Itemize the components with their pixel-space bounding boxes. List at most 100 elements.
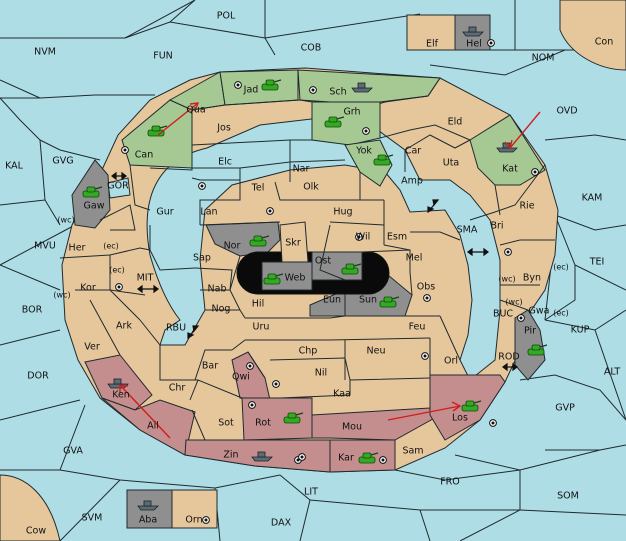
- label-gor: GOR: [107, 181, 129, 192]
- label-ark: Ark: [116, 321, 132, 332]
- fleet-unit-hel[interactable]: [462, 26, 484, 37]
- army-icon-gun: [275, 273, 284, 277]
- coast-label-gwa-wc: (wc): [505, 298, 522, 307]
- coast-label-her-wc: (wc): [57, 216, 74, 225]
- label-fro: FRO: [440, 477, 460, 488]
- coast-labels: (wc) (ec) (ec) (wc) (ec) (wc) (wc) (ec): [53, 216, 568, 318]
- army-icon-turret: [151, 125, 161, 132]
- label-car: Car: [405, 146, 421, 157]
- army-unit-gaw[interactable]: [82, 186, 103, 198]
- fleet-unit-sch[interactable]: [351, 82, 373, 93]
- army-icon-turret: [377, 154, 387, 161]
- fleet-unit-zin[interactable]: [251, 451, 273, 462]
- supply-centers: [115, 39, 539, 524]
- strait-arrowhead-rbu: [187, 325, 200, 340]
- label-mou: Mou: [342, 422, 362, 433]
- army-unit-jad[interactable]: [261, 79, 282, 91]
- army-unit-pir[interactable]: [527, 344, 548, 356]
- supply-center-dot: [357, 235, 361, 239]
- label-pir: Pir: [524, 326, 536, 337]
- fleet-unit-ken[interactable]: [107, 378, 129, 389]
- label-dor: DOR: [27, 371, 49, 382]
- label-qua: Qua: [186, 105, 205, 116]
- label-rot: Rot: [255, 418, 271, 429]
- army-unit-ost[interactable]: [341, 263, 362, 275]
- army-unit-nor[interactable]: [249, 235, 270, 247]
- region-qwi[interactable]: [231, 351, 271, 401]
- army-icon-turret: [362, 452, 372, 459]
- label-sam: Sam: [402, 446, 423, 457]
- region-ail[interactable]: [101, 397, 196, 456]
- army-icon-gun: [539, 344, 548, 348]
- label-kat: Kat: [502, 164, 518, 175]
- supply-center-dot: [491, 421, 495, 425]
- army-icon-gun: [391, 296, 400, 300]
- region-jad[interactable]: [219, 69, 299, 106]
- coast-label-kor-wc: (wc): [53, 291, 70, 300]
- strait-arrowhead-sma-2: [467, 247, 489, 257]
- label-sap: Sap: [193, 253, 211, 264]
- label-yok: Yok: [355, 146, 372, 157]
- army-unit-web[interactable]: [263, 273, 284, 285]
- strait-arrowhead-mit: [137, 284, 159, 294]
- supply-center-dot: [423, 354, 427, 358]
- label-tel: Tel: [251, 183, 265, 194]
- army-icon-gun: [370, 452, 379, 456]
- coast-label-her-ec: (ec): [103, 242, 119, 251]
- army-icon-turret: [287, 412, 297, 419]
- label-orl: Orl: [444, 356, 458, 367]
- label-kup: KUP: [571, 325, 590, 336]
- army-unit-yok[interactable]: [373, 154, 394, 166]
- land-boundaries: [59, 77, 555, 470]
- region-zin[interactable]: [184, 439, 331, 473]
- army-icon-turret: [253, 235, 263, 242]
- fleet-unit-aba[interactable]: [137, 500, 159, 511]
- army-unit-can[interactable]: [147, 125, 168, 137]
- region-yok[interactable]: [344, 139, 393, 187]
- label-skr: Skr: [285, 238, 301, 249]
- label-uta: Uta: [443, 158, 460, 169]
- army-unit-sun[interactable]: [379, 296, 400, 308]
- supply-center-dot: [506, 250, 510, 254]
- label-sma: SMA: [457, 225, 478, 236]
- region-con[interactable]: [559, 0, 626, 71]
- order-arrowhead-can-qua: [189, 102, 200, 112]
- label-lit: LIT: [304, 487, 318, 498]
- army-icon-turret: [267, 273, 277, 280]
- fleet-icon-deck: [468, 26, 477, 33]
- army-unit-grh[interactable]: [324, 116, 345, 128]
- label-con: Con: [595, 37, 613, 48]
- label-mel: Mel: [406, 253, 423, 264]
- label-gaw: Gaw: [84, 201, 105, 212]
- orders-layer: [119, 102, 541, 439]
- region-grh[interactable]: [311, 101, 381, 146]
- strait-arrowhead-sma: [427, 199, 440, 214]
- fleet-icon-deck: [143, 500, 152, 507]
- supply-center-dot: [274, 382, 278, 386]
- label-eun: Eun: [323, 295, 341, 306]
- label-hug: Hug: [333, 207, 352, 218]
- army-unit-kar[interactable]: [358, 452, 379, 464]
- army-unit-los[interactable]: [461, 400, 482, 412]
- label-orn: Orn: [185, 515, 202, 526]
- army-icon-gun: [94, 186, 103, 190]
- supply-center-dot: [123, 148, 127, 152]
- supply-center-dot: [519, 316, 523, 320]
- label-dax: DAX: [271, 518, 292, 529]
- label-fun: FUN: [153, 51, 173, 62]
- label-grh: Grh: [343, 107, 360, 118]
- coast-label-byn-wc: (wc): [498, 275, 515, 284]
- label-gwa: Gwa: [529, 306, 550, 317]
- label-nar: Nar: [293, 164, 310, 175]
- region-skr[interactable]: [279, 221, 309, 263]
- label-buc: BUC: [493, 309, 513, 320]
- label-alt: ALT: [604, 367, 620, 378]
- army-unit-rot[interactable]: [283, 412, 304, 424]
- label-ost: Ost: [315, 256, 331, 267]
- label-elf: Elf: [426, 39, 439, 50]
- fleet-icon-deck: [357, 82, 366, 89]
- label-kal: KAL: [5, 161, 24, 172]
- label-jad: Jad: [243, 85, 259, 96]
- supply-center-dot: [425, 296, 429, 300]
